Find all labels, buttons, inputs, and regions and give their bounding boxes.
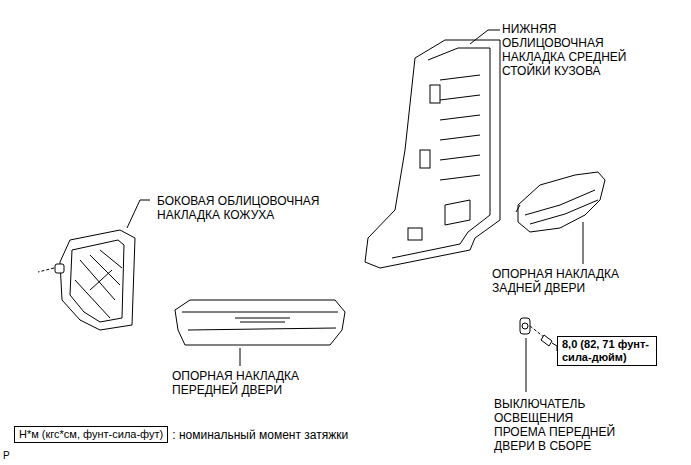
leader-line <box>470 30 488 44</box>
front-scuff-plate <box>175 300 345 345</box>
leader-line <box>127 200 140 228</box>
part-name: БОКОВАЯ ОБЛИЦОВОЧНАЯ НАКЛАДКА КОЖУХА <box>157 194 367 222</box>
part-name: ВЫКЛЮЧАТЕЛЬ ОСВЕЩЕНИЯ ПРОЕМА ПЕРЕДНЕЙ ДВ… <box>494 397 624 453</box>
leader-line <box>140 200 150 201</box>
cowl-side-trim <box>60 230 135 330</box>
part-name: ОПОРНАЯ НАКЛАДКА ПЕРЕДНЕЙ ДВЕРИ <box>172 369 312 397</box>
pillar-garnish <box>365 40 500 268</box>
leader-line <box>488 30 500 31</box>
torque-unit: Н*м (кгс*см, фунт-сила-фут) <box>19 428 163 441</box>
legend-box: Н*м (кгс*см, фунт-сила-фут) <box>14 426 168 443</box>
part-name: НИЖНЯЯ ОБЛИЦОВОЧНАЯ НАКЛАДКА СРЕДНЕЙ СТО… <box>502 22 632 78</box>
legend-note: : номинальный момент затяжки <box>172 428 348 442</box>
torque-value: 8,0 (82, 71 фунт-сила-дюйм) <box>562 338 652 364</box>
part-name: ОПОРНАЯ НАКЛАДКА ЗАДНЕЙ ДВЕРИ <box>492 267 627 295</box>
torque-box: 8,0 (82, 71 фунт-сила-дюйм) <box>557 336 657 366</box>
leader-line <box>240 348 241 366</box>
figure-code: P <box>3 449 10 463</box>
leader-line <box>583 222 584 264</box>
rear-scuff-plate <box>516 172 605 232</box>
leader-line <box>526 338 527 392</box>
clip <box>38 264 64 273</box>
